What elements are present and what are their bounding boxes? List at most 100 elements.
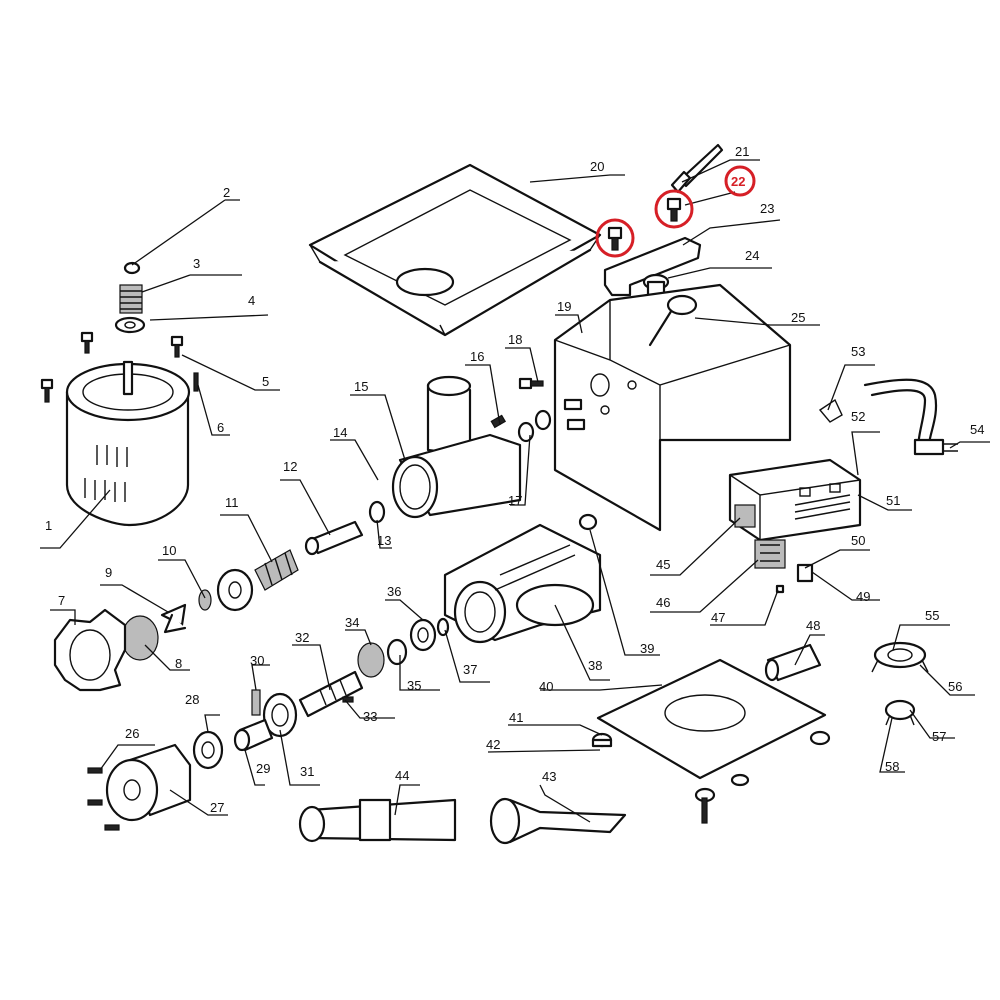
highlight-ring-callout-22 [724,165,756,197]
part-57 [884,699,916,726]
bearing-35-part [386,638,408,666]
highlight-group [595,165,756,258]
worm-11-part [254,549,299,591]
callout-29: 29 [256,761,270,776]
callout-23: 23 [760,201,774,216]
knife-9-part [160,603,187,634]
callout-4: 4 [248,293,255,308]
bearing-28-part [192,730,224,770]
callout-21: 21 [735,144,749,159]
highlight-ring-bolt-a [595,218,635,258]
callout-56: 56 [948,679,962,694]
callout-44: 44 [395,768,409,783]
bushing-29-part [233,718,274,752]
callout-8: 8 [175,656,182,671]
electrical-box-part [728,458,862,542]
base-plate-part [596,658,827,780]
plate-10-part [216,568,254,612]
callout-42: 42 [486,737,500,752]
callout-41: 41 [509,710,523,725]
grinder-head-part [391,375,522,519]
switch-45-part [734,504,756,528]
callout-12: 12 [283,459,297,474]
callout-6: 6 [217,420,224,435]
callout-16: 16 [470,349,484,364]
callout-18: 18 [508,332,522,347]
bearing-31-part [262,692,298,738]
callout-37: 37 [463,662,477,677]
switch-46-part [754,539,786,569]
ring-7-part [53,608,127,692]
callout-45: 45 [656,557,670,572]
callout-34: 34 [345,615,359,630]
callout-3: 3 [193,256,200,271]
callout-47: 47 [711,610,725,625]
callout-49: 49 [856,589,870,604]
ring-10b [198,589,212,611]
stuffer-44-part [298,798,457,843]
capacitor-48-part [764,643,822,682]
callout-26: 26 [125,726,139,741]
callout-7: 7 [58,593,65,608]
callout-11: 11 [225,495,239,510]
funnel-43-part [489,797,627,845]
motor-bolts [40,331,199,403]
callout-10: 10 [162,543,176,558]
callout-1: 1 [45,518,52,533]
ring-37-part [436,617,450,637]
bracket-55-part [871,641,929,673]
leader-lines [40,159,990,823]
callout-14: 14 [333,425,347,440]
callout-labels: 1 2 3 4 5 6 7 8 9 10 11 12 13 14 15 16 1… [45,144,984,815]
foot-41-part [591,732,613,748]
shaft-32-part [298,670,364,718]
callout-2: 2 [223,185,230,200]
callout-57: 57 [932,729,946,744]
callout-38: 38 [588,658,602,673]
screws-26 [87,767,120,831]
gear-34-part [357,642,385,678]
callout-50: 50 [851,533,865,548]
spring-assembly-part [114,261,146,334]
key-33 [342,696,354,703]
callout-36: 36 [387,584,401,599]
callout-43: 43 [542,769,556,784]
seal-39-part [578,513,598,531]
bolt-18 [518,377,544,390]
callout-5: 5 [262,374,269,389]
washer-13 [368,500,386,524]
callout-15: 15 [354,379,368,394]
handle-part [670,143,724,194]
callout-25: 25 [791,310,805,325]
cord-part [818,378,958,456]
hub-27-part [105,743,192,822]
bolt-22-a [607,226,623,251]
tray-part [308,163,602,337]
callout-40: 40 [539,679,553,694]
callout-33: 33 [363,709,377,724]
bearing-36-part [409,618,437,652]
highlight-ring-bolt-b [654,189,694,229]
callout-51: 51 [886,493,900,508]
callout-52: 52 [851,409,865,424]
housing-part [553,283,792,532]
callout-31: 31 [300,764,314,779]
callout-13: 13 [377,533,391,548]
callout-22: 22 [731,174,745,189]
callout-17: 17 [508,493,522,508]
shaft-12-part [304,520,364,556]
callout-53: 53 [851,344,865,359]
callout-20: 20 [590,159,604,174]
pin-30 [251,689,261,716]
callout-27: 27 [210,800,224,815]
callout-24: 24 [745,248,759,263]
callout-19: 19 [557,299,571,314]
gearbox-part [443,523,602,644]
callout-28: 28 [185,692,199,707]
feet-base [694,730,831,824]
callout-46: 46 [656,595,670,610]
callout-32: 32 [295,630,309,645]
callout-39: 39 [640,641,654,656]
motor-part [65,360,191,527]
